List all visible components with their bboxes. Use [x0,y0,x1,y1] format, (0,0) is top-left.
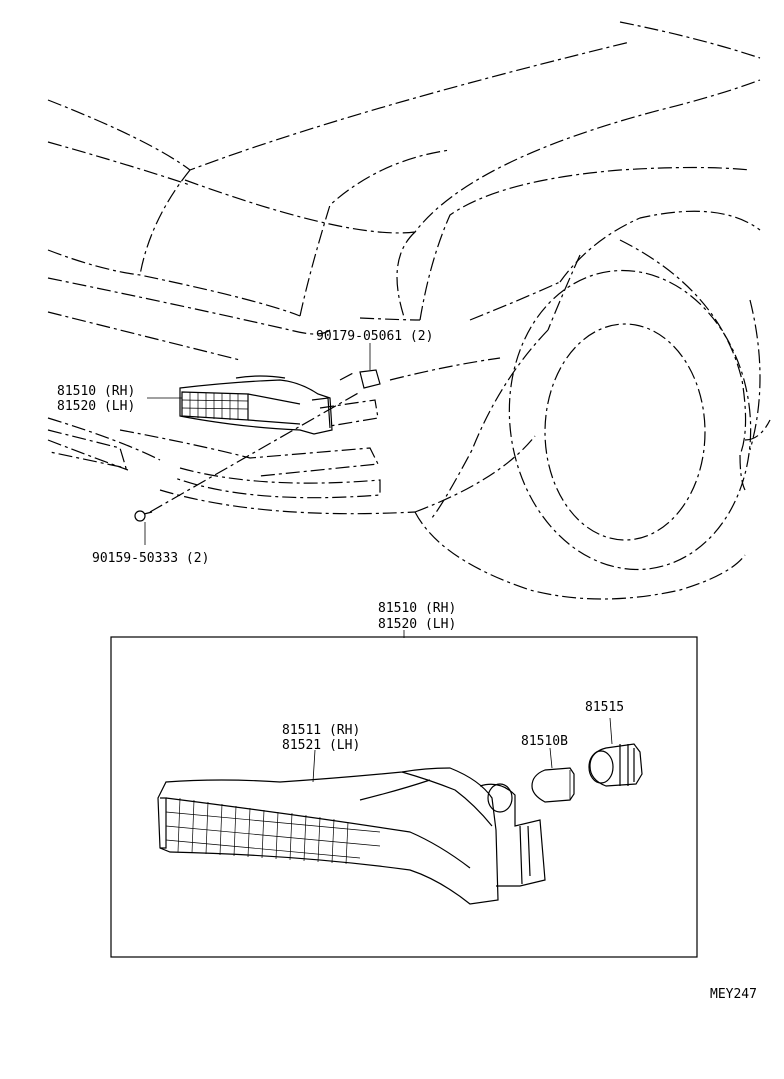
detail-box: 81510 (RH) 81520 (LH) [110,601,698,958]
bulb-81510b [531,747,575,803]
top-labels: 81510 (RH) 81520 (LH) 90179-05061 (2) 90… [57,329,433,566]
lens-label-rh: 81511 (RH) [282,723,360,738]
detail-header-label-rh: 81510 (RH) [378,601,456,616]
socket-label: 81515 [585,700,624,715]
top-leader-lines [144,343,371,545]
lamp-assy-label-lh: 81520 (LH) [57,399,135,414]
screw-label: 90159-50333 (2) [92,551,209,566]
lens-label-lh: 81521 (LH) [282,738,360,753]
vehicle-outline [47,21,771,600]
detail-header-label-lh: 81520 (LH) [378,617,456,632]
turn-signal-lens [157,767,546,905]
diagram-code: MEY247 [710,987,757,1002]
detail-box-frame [110,636,698,958]
lamp-assy-label-rh: 81510 (RH) [57,384,135,399]
lamp-on-vehicle [134,369,381,522]
bulb-label: 81510B [521,734,568,749]
clip-label: 90179-05061 (2) [316,329,433,344]
socket-81515 [588,717,643,787]
